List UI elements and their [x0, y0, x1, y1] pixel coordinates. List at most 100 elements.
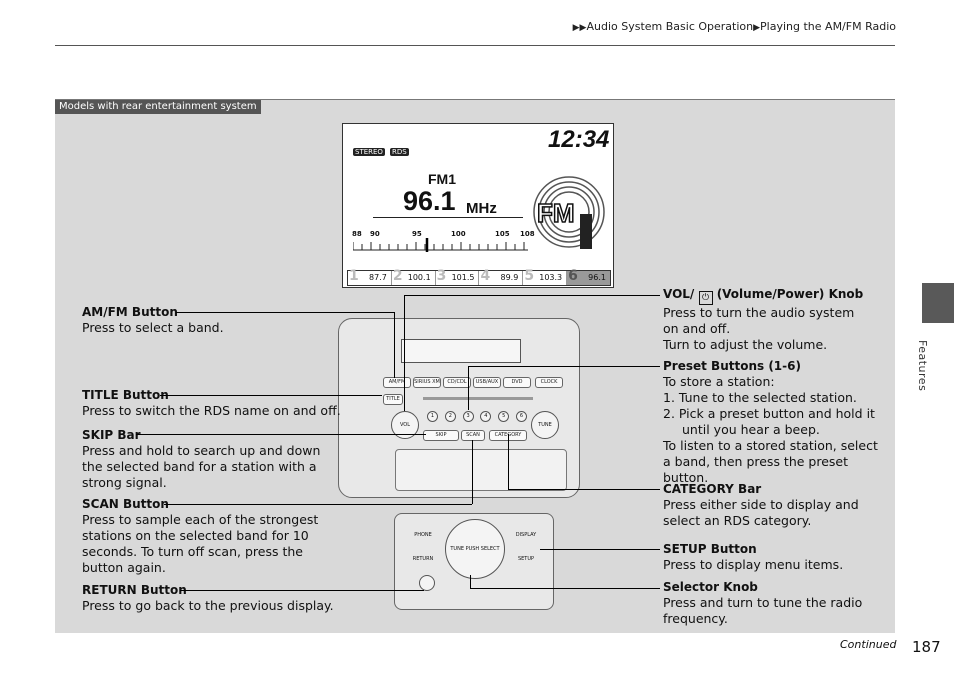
leader-line	[176, 312, 394, 313]
leader-line	[470, 575, 471, 588]
leader-line	[540, 549, 660, 550]
breadcrumb: ▶▶Audio System Basic Operation▶Playing t…	[573, 20, 896, 33]
preset-steps: 1. Tune to the selected station. 2. Pick…	[663, 390, 883, 438]
leader-line	[136, 434, 426, 435]
section-label: Features	[916, 340, 929, 392]
arrow-icon: ▶	[753, 23, 761, 33]
display-band: FM1	[428, 171, 456, 187]
callout-selector: Selector Knob Press and turn to tune the…	[663, 579, 873, 627]
scale-label: 95	[412, 230, 422, 238]
double-arrow-icon: ▶▶	[572, 23, 587, 33]
leader-line	[470, 588, 660, 589]
preset-buttons: 1 2 3 4 5 6	[427, 411, 527, 423]
scale-label: 90	[370, 230, 380, 238]
callout-text: Press and turn to tune the radio frequen…	[663, 595, 863, 626]
usb-aux-button[interactable]: USB/AUX	[473, 377, 501, 388]
preset-2-button[interactable]: 2	[444, 411, 456, 422]
section-tab[interactable]	[922, 283, 954, 323]
callout-text: Press to select a band.	[82, 320, 224, 335]
callout-title-button: TITLE Button Press to switch the RDS nam…	[82, 387, 342, 419]
dvd-button[interactable]: DVD	[503, 377, 531, 388]
scale-label: 108	[520, 230, 535, 238]
breadcrumb-part2[interactable]: Playing the AM/FM Radio	[760, 20, 896, 33]
callout-text: Turn to adjust the volume.	[663, 337, 828, 352]
setup-button[interactable]: SETUP	[517, 556, 535, 562]
freq-underline	[373, 217, 523, 218]
callout-text: To listen to a stored station, select a …	[663, 438, 878, 485]
scale-label: 88	[352, 230, 362, 238]
leader-line	[468, 366, 469, 410]
scan-button[interactable]: SCAN	[461, 430, 485, 441]
leader-line	[472, 440, 473, 504]
return-button[interactable]: RETURN	[412, 556, 434, 562]
leader-line	[404, 295, 405, 411]
callout-title: TITLE Button	[82, 388, 169, 402]
radio-display: 12:34 STEREO RDS FM1 96.1 MHz 88 90 95 1…	[342, 123, 614, 288]
preset-4-button[interactable]: 4	[480, 411, 492, 422]
callout-title: CATEGORY Bar	[663, 482, 762, 496]
fm-logo-text: FM	[537, 198, 575, 228]
callout-text: Press to display menu items.	[663, 557, 844, 572]
cd-button[interactable]: CD/CDL	[443, 377, 471, 388]
leader-line	[160, 395, 382, 396]
display-unit: MHz	[466, 200, 497, 217]
callout-text: Press to turn the audio system on and of…	[663, 305, 855, 336]
disc-slot	[423, 397, 533, 400]
callout-title: SCAN Button	[82, 497, 169, 511]
leader-line	[508, 489, 660, 490]
callout-text: Press to sample each of the strongest st…	[82, 512, 319, 575]
leader-line	[468, 366, 660, 367]
lower-unit: PHONE RETURN TUNE PUSH SELECT DISPLAY SE…	[394, 513, 554, 610]
callout-text: Press to go back to the previous display…	[82, 598, 334, 613]
leader-line	[164, 504, 472, 505]
callout-title: SETUP Button	[663, 542, 757, 556]
step-item: 1. Tune to the selected station.	[663, 390, 857, 405]
dvd-panel	[395, 449, 567, 491]
fm-logo-icon: FM	[533, 176, 605, 249]
page-number: 187	[912, 638, 941, 656]
callout-preset: Preset Buttons (1-6) To store a station:…	[663, 358, 883, 486]
callout-return: RETURN Button Press to go back to the pr…	[82, 582, 344, 614]
amfm-button[interactable]: AM/FM	[383, 377, 411, 388]
skip-bar[interactable]: SKIP	[423, 430, 459, 441]
scale-label: 100	[451, 230, 466, 238]
callout-text: Press either side to display and select …	[663, 497, 859, 528]
breadcrumb-part1[interactable]: Audio System Basic Operation	[586, 20, 754, 33]
callout-skip: SKIP Bar Press and hold to search up and…	[82, 427, 344, 491]
header-rule	[55, 45, 895, 46]
panel-tag: Models with rear entertainment system	[55, 100, 261, 114]
callout-title: VOL/ ⏻ (Volume/Power) Knob	[663, 287, 864, 305]
rds-badge: RDS	[390, 148, 409, 156]
leader-line	[394, 312, 395, 378]
preset-1-button[interactable]: 1	[427, 411, 438, 422]
callout-category: CATEGORY Bar Press either side to displa…	[663, 481, 873, 529]
siriusxm-button[interactable]: SIRIUS XM	[413, 377, 441, 388]
callout-scan: SCAN Button Press to sample each of the …	[82, 496, 324, 576]
title-button[interactable]: TITLE	[383, 394, 403, 405]
selector-knob[interactable]: TUNE PUSH SELECT	[445, 519, 505, 579]
display-frequency: 96.1	[403, 186, 456, 216]
callout-title: Preset Buttons (1-6)	[663, 359, 801, 373]
preset-6-button[interactable]: 6	[515, 411, 527, 422]
leader-line	[508, 434, 509, 489]
display-button[interactable]: DISPLAY	[515, 532, 537, 538]
callout-title: Selector Knob	[663, 580, 758, 594]
phone-button[interactable]: PHONE	[414, 532, 432, 538]
callout-text: Press and hold to search up and down the…	[82, 443, 321, 490]
display-clock: 12:34	[548, 126, 610, 153]
tune-knob[interactable]: TUNE	[531, 411, 559, 439]
return-knob-icon	[419, 575, 435, 591]
preset-5-button[interactable]: 5	[498, 411, 510, 422]
leader-line	[180, 590, 424, 591]
preset-3-button[interactable]: 3	[462, 411, 474, 422]
step-item: 2. Pick a preset button and hold it unti…	[663, 406, 875, 437]
callout-text: To store a station:	[663, 374, 775, 389]
power-icon: ⏻	[698, 291, 713, 305]
leader-line	[404, 295, 660, 296]
clock-button[interactable]: CLOCK	[535, 377, 563, 388]
